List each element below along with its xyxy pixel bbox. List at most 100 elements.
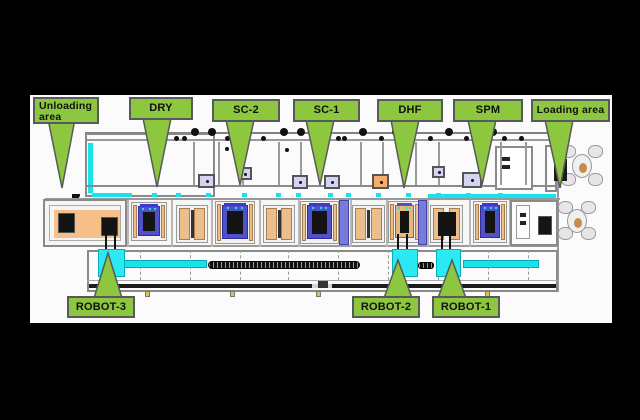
pulley-icon	[519, 136, 524, 141]
robot-1-arm	[449, 234, 451, 251]
tank-sensor-dot	[490, 207, 492, 209]
pulley-icon	[489, 128, 497, 136]
callout-loading-area: Loading area	[531, 99, 610, 122]
control-box-dot	[299, 181, 302, 184]
leveling-foot	[230, 291, 235, 297]
bay-separator	[427, 200, 429, 247]
pulley-icon	[342, 136, 347, 141]
tank-side-rail	[302, 204, 306, 241]
cyan-sensor-mark	[498, 193, 503, 197]
control-box-icon	[462, 172, 482, 188]
wafer-cassette	[101, 217, 118, 236]
tank-sensor-dot	[235, 207, 237, 209]
tank-side-rail	[390, 204, 394, 240]
tank-sensor-dot	[319, 207, 322, 209]
conveyor-frame	[87, 250, 558, 292]
frame-post	[500, 142, 502, 185]
pulley-icon	[182, 136, 187, 141]
frame-post	[415, 142, 417, 185]
tank-sensor-dot	[154, 208, 157, 210]
cyan-sensor-mark	[436, 193, 441, 197]
tank-sensor-dot	[240, 207, 243, 209]
process-tank	[388, 201, 421, 243]
cart-wheel	[558, 201, 573, 214]
frame-post	[382, 142, 384, 185]
control-box-dot	[437, 171, 441, 174]
tank-sensor-dot	[149, 208, 151, 210]
band-top-line	[45, 198, 560, 200]
pulley-icon	[502, 136, 507, 141]
frame-post	[525, 142, 527, 185]
callout-unloading-area: Unloading area	[33, 97, 99, 124]
tank-chamber	[143, 212, 155, 231]
tank-chamber	[438, 212, 456, 236]
unloading-station-inner	[49, 205, 121, 241]
cart-body	[572, 154, 592, 178]
pulley-icon	[445, 128, 453, 136]
cabinet-detail	[502, 157, 510, 161]
tank-top-bar	[397, 203, 412, 206]
tank-top-bar	[224, 203, 246, 206]
cyan-sensor-mark	[242, 193, 247, 197]
bay-separator	[469, 200, 471, 247]
tank-side-rail	[217, 204, 221, 241]
tank-chamber	[400, 211, 409, 233]
tank-sensor-dot	[494, 207, 497, 209]
tank-center-slit	[278, 210, 281, 238]
cyan-sensor-mark	[152, 193, 157, 197]
robot-3-arm	[114, 234, 116, 251]
control-box-icon	[324, 175, 340, 189]
cyan-sensor-mark	[346, 193, 351, 197]
frame-post	[300, 142, 302, 185]
control-box-icon	[198, 174, 215, 188]
wafer-cassette	[538, 216, 552, 235]
tank-center-slit	[367, 210, 370, 238]
pulley-icon	[174, 136, 179, 141]
flag-mark	[72, 194, 80, 199]
control-box-dot	[205, 180, 209, 183]
pulley-icon	[336, 136, 341, 141]
leveling-foot	[316, 291, 321, 297]
control-box-icon	[372, 174, 389, 189]
cyan-shuttle-bar	[123, 260, 207, 268]
cyan-sensor-mark	[376, 193, 381, 197]
robot-3-arm	[105, 234, 107, 251]
cabinet-detail	[502, 165, 510, 169]
callout-dhf: DHF	[377, 99, 443, 122]
cyan-sensor-mark	[466, 193, 471, 197]
cyan-sensor-mark	[296, 193, 301, 197]
tank-top-bar	[482, 203, 498, 206]
callout-sc2: SC-2	[212, 99, 280, 122]
cyan-sensor-mark	[276, 193, 281, 197]
process-tank	[430, 205, 463, 243]
cyan-shuttle-bar	[463, 260, 539, 268]
cart-wheel	[561, 145, 576, 158]
pulley-icon	[297, 128, 305, 136]
bay-separator	[259, 200, 261, 247]
bolt-dot	[225, 147, 229, 151]
tank-inner-frame	[222, 205, 248, 239]
tank-divider	[418, 200, 427, 245]
pulley-icon	[428, 136, 433, 141]
frame-dash-post	[388, 250, 389, 280]
tank-inner-frame	[138, 206, 160, 236]
loading-cart	[557, 201, 597, 241]
bay-separator	[171, 200, 173, 247]
belt-coupler	[318, 281, 328, 288]
bolt-dot	[323, 151, 327, 155]
frame-post	[360, 142, 362, 185]
tank-top-bar	[140, 204, 158, 207]
process-tank	[352, 205, 385, 243]
callout-robot-3: ROBOT-3	[67, 296, 135, 318]
robot-1-arm	[441, 234, 443, 251]
process-tank	[176, 205, 208, 243]
callout-dry: DRY	[129, 97, 193, 120]
tank-side-rail	[333, 204, 337, 241]
process-tank	[215, 201, 255, 244]
cart-handle	[579, 163, 587, 173]
tank-chamber	[485, 211, 495, 233]
end-station-module	[516, 205, 530, 239]
tank-top-bar	[309, 203, 330, 206]
gantry-shelf	[85, 185, 560, 187]
callout-spm: SPM	[453, 99, 523, 122]
